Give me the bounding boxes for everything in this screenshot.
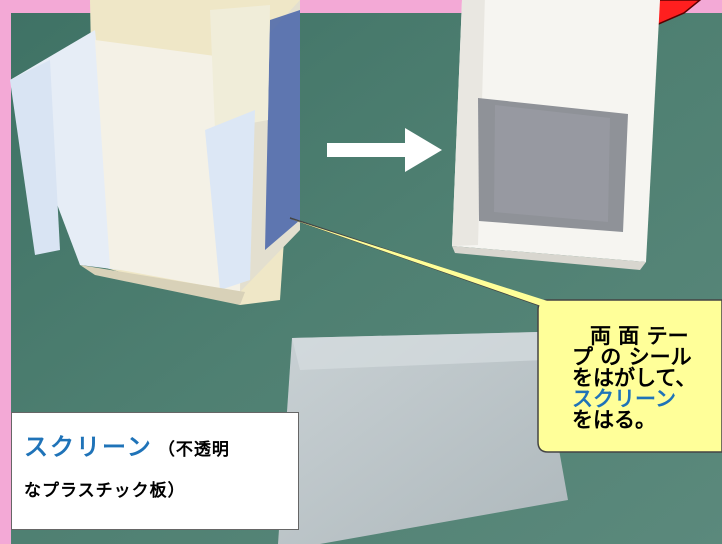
screen-label-box: スクリーン （不透明 なプラスチック板） (11, 412, 299, 530)
screen-label-note-part1: （不透明 (157, 440, 230, 460)
callout-instruction-text: 両 面 テー プ の シール をはがして、 スクリーン をはる。 (572, 326, 722, 431)
viewer-box (452, 0, 660, 270)
callout-line-4: スクリーン (572, 387, 676, 411)
right-arrow-icon (327, 128, 442, 172)
screen-label-title: スクリーン (24, 433, 153, 461)
yellow-callout (289, 217, 722, 453)
callout-line-2: プ の シール (572, 345, 692, 369)
screen-label-note-part2: なプラスチック板） (24, 481, 186, 501)
callout-line-5: をはる。 (572, 408, 656, 432)
plastic-screen-sheet (278, 332, 568, 544)
open-milk-carton (10, 0, 300, 305)
callout-line-3: をはがして、 (572, 366, 697, 390)
callout-line-1: 両 面 テー (590, 324, 689, 348)
